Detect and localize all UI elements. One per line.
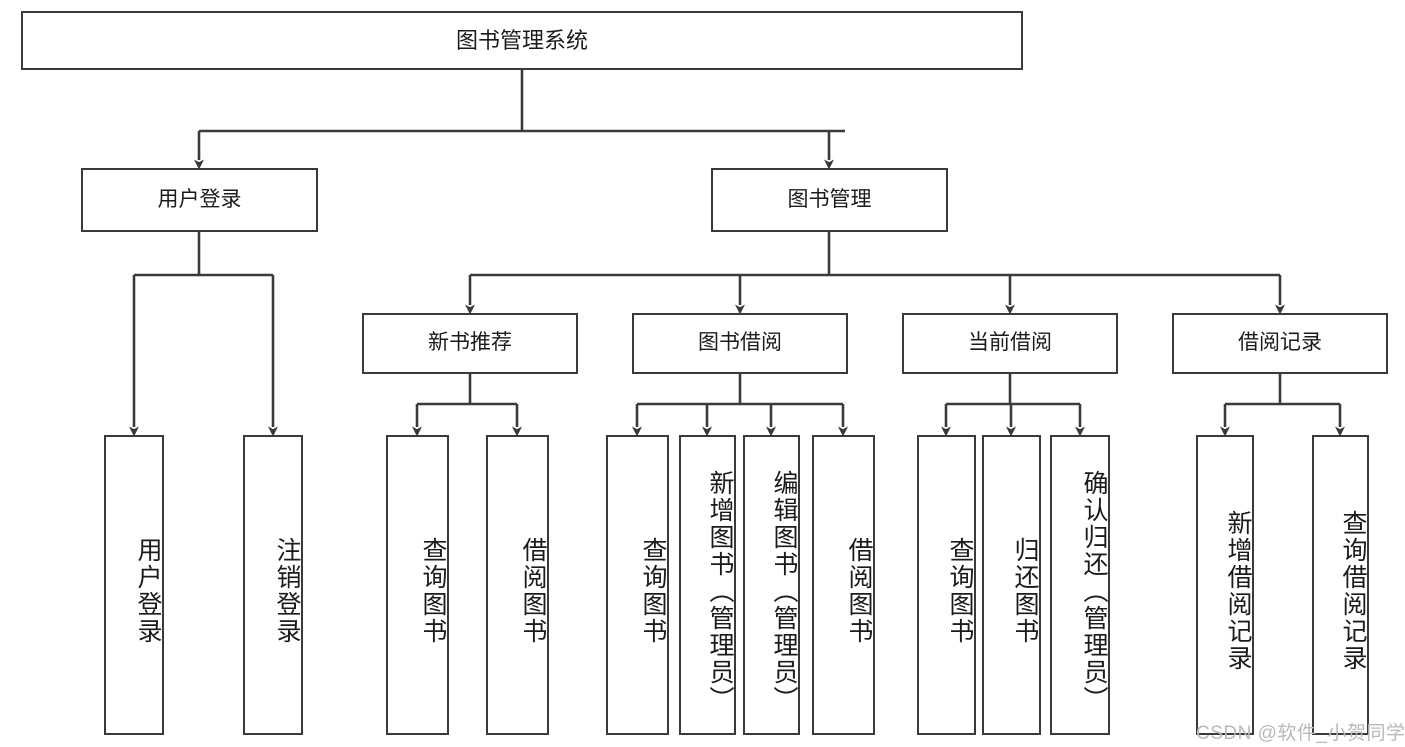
node-leaf-borrow-book-2-label: 借阅图书 — [845, 537, 873, 645]
node-leaf-query-book-2[interactable]: 查询图书 — [606, 435, 669, 735]
node-leaf-query-borrow-record-label: 查询借阅记录 — [1339, 510, 1367, 672]
node-current-borrow-label: 当前借阅 — [968, 331, 1052, 355]
node-root-label: 图书管理系统 — [455, 27, 588, 53]
node-leaf-borrow-book-1-label: 借阅图书 — [519, 537, 547, 645]
node-leaf-borrow-book-2[interactable]: 借阅图书 — [812, 435, 875, 735]
node-leaf-query-book-1-label: 查询图书 — [419, 537, 447, 645]
node-leaf-confirm-return-label: 确认归还（管理员） — [1080, 469, 1108, 713]
node-leaf-edit-book-label: 编辑图书（管理员） — [770, 469, 798, 713]
node-user-login-label: 用户登录 — [157, 187, 242, 211]
node-book-manage-label: 图书管理 — [787, 187, 872, 211]
node-borrow-record[interactable]: 借阅记录 — [1172, 313, 1388, 374]
node-leaf-query-book-3-label: 查询图书 — [946, 537, 974, 645]
node-borrow-record-label: 借阅记录 — [1238, 331, 1322, 355]
node-leaf-return-book[interactable]: 归还图书 — [982, 435, 1041, 735]
node-book-borrow[interactable]: 图书借阅 — [632, 313, 848, 374]
node-current-borrow[interactable]: 当前借阅 — [902, 313, 1118, 374]
node-new-book-recommend-label: 新书推荐 — [428, 331, 512, 355]
node-leaf-edit-book[interactable]: 编辑图书（管理员） — [743, 435, 800, 735]
node-book-manage[interactable]: 图书管理 — [711, 168, 948, 232]
node-leaf-user-login-label: 用户登录 — [134, 537, 162, 645]
node-leaf-add-book[interactable]: 新增图书（管理员） — [679, 435, 736, 735]
node-root[interactable]: 图书管理系统 — [21, 11, 1023, 70]
node-leaf-add-book-label: 新增图书（管理员） — [706, 469, 734, 713]
node-leaf-borrow-book-1[interactable]: 借阅图书 — [486, 435, 549, 735]
node-user-login[interactable]: 用户登录 — [81, 168, 318, 232]
watermark: CSDN @软件_小贺同学 — [1196, 723, 1405, 744]
node-leaf-query-book-3[interactable]: 查询图书 — [917, 435, 976, 735]
node-leaf-user-logout[interactable]: 注销登录 — [243, 435, 303, 735]
node-leaf-add-borrow-record-label: 新增借阅记录 — [1224, 510, 1252, 672]
node-leaf-query-book-2-label: 查询图书 — [639, 537, 667, 645]
node-leaf-user-logout-label: 注销登录 — [273, 537, 301, 645]
node-new-book-recommend[interactable]: 新书推荐 — [362, 313, 578, 374]
node-leaf-return-book-label: 归还图书 — [1011, 537, 1039, 645]
node-leaf-add-borrow-record[interactable]: 新增借阅记录 — [1196, 435, 1254, 735]
node-leaf-query-borrow-record[interactable]: 查询借阅记录 — [1312, 435, 1369, 735]
node-leaf-user-login[interactable]: 用户登录 — [104, 435, 164, 735]
node-leaf-query-book-1[interactable]: 查询图书 — [386, 435, 449, 735]
node-book-borrow-label: 图书借阅 — [698, 331, 782, 355]
node-leaf-confirm-return[interactable]: 确认归还（管理员） — [1050, 435, 1110, 735]
